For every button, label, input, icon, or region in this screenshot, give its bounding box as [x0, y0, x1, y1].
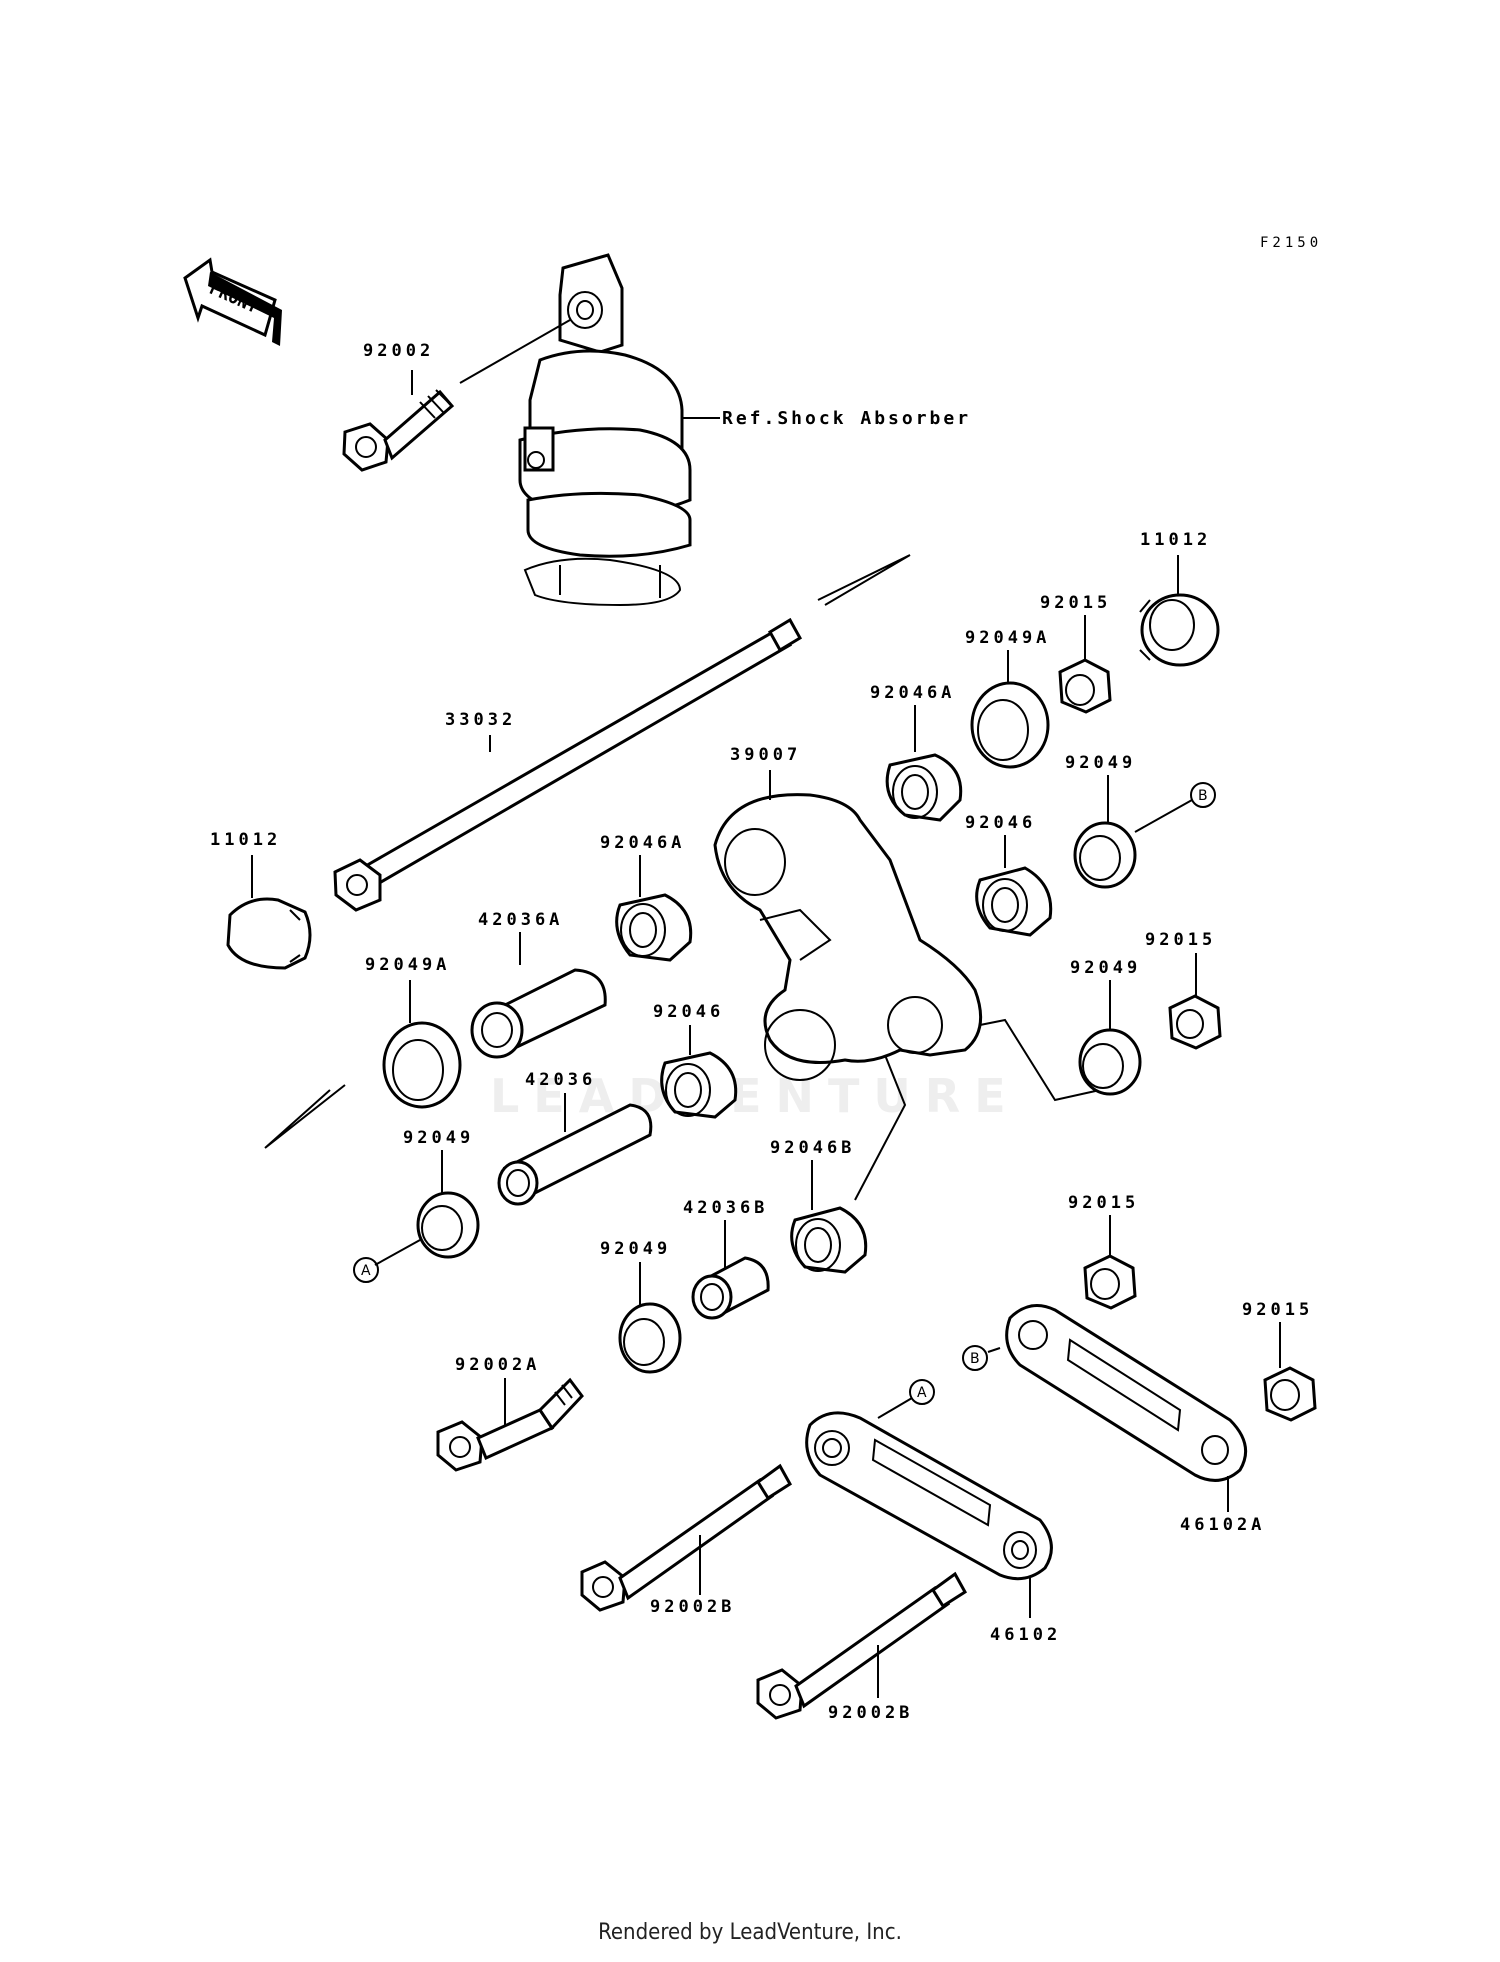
link-46102A: 46102A B: [962, 1304, 1265, 1535]
link-46102: A 46102: [805, 1379, 1061, 1645]
part-label-92002: 92002: [363, 341, 434, 361]
footer-credit: Rendered by LeadVenture, Inc.: [598, 1920, 902, 1945]
callout-b-upper: B: [1198, 788, 1208, 804]
part-label-42036: 42036: [525, 1070, 596, 1090]
part-label-33032: 33032: [445, 710, 516, 730]
part-label-92046-1: 92046: [965, 813, 1036, 833]
part-label-42036B: 42036B: [683, 1198, 768, 1218]
part-label-39007: 39007: [730, 745, 801, 765]
front-arrow-icon: FRONT: [183, 257, 282, 346]
nut-92015-2: 92015: [1145, 930, 1222, 1050]
callout-a-lower: A: [917, 1385, 927, 1401]
seal-92049A-2: 92049A: [365, 955, 462, 1109]
part-label-92015-3: 92015: [1068, 1193, 1139, 1213]
nut-92015-3: 92015: [1068, 1193, 1139, 1310]
part-label-92049-4: 92049: [600, 1239, 671, 1259]
part-label-92015-1: 92015: [1040, 593, 1111, 613]
spacer-42036B: 42036B: [683, 1198, 770, 1320]
shock-absorber: Ref.Shock Absorber: [518, 253, 971, 607]
spacer-42036: 42036: [497, 1070, 653, 1206]
callout-b-lower: B: [970, 1351, 980, 1367]
part-label-92002B-2: 92002B: [828, 1703, 913, 1723]
watermark-text: LEADVENTURE: [490, 1069, 1020, 1123]
part-label-92015-4: 92015: [1242, 1300, 1313, 1320]
bearing-92046A-1: 92046A: [870, 683, 963, 822]
nut-92015-1: 92015: [1040, 593, 1112, 714]
part-label-92049-1: 92049: [1065, 753, 1136, 773]
part-label-46102: 46102: [990, 1625, 1061, 1645]
part-label-46102A: 46102A: [1180, 1515, 1265, 1535]
part-label-92002A: 92002A: [455, 1355, 540, 1375]
seal-92049-1: 92049 B: [1065, 753, 1216, 889]
callout-a-left: A: [361, 1263, 371, 1279]
rocker-arm-39007: 39007: [713, 745, 1101, 1201]
bearing-92046-1: 92046: [965, 813, 1053, 937]
seal-92049-2: 92049: [1070, 958, 1142, 1096]
bearing-92046B: 92046B: [770, 1138, 868, 1274]
nut-92015-4: 92015: [1242, 1300, 1317, 1422]
cap-11012-left: 11012: [210, 830, 312, 970]
bolt-92002: 92002: [342, 319, 571, 472]
part-label-11012-left: 11012: [210, 830, 281, 850]
part-label-92046-2: 92046: [653, 1002, 724, 1022]
shaft-33032: 33032: [264, 554, 911, 1149]
part-label-92049A-1: 92049A: [965, 628, 1050, 648]
bolt-92002B-2: 92002B: [756, 1571, 967, 1723]
seal-92049-3: 92049 A: [353, 1128, 480, 1283]
bearing-92046A-2: 92046A: [600, 833, 693, 962]
diagram-code: F2150: [1260, 235, 1322, 251]
part-label-92049-2: 92049: [1070, 958, 1141, 978]
part-label-92015-2: 92015: [1145, 930, 1216, 950]
part-label-92046A-1: 92046A: [870, 683, 955, 703]
ref-shock-absorber-label: Ref.Shock Absorber: [722, 408, 971, 429]
bolt-92002A: 92002A: [436, 1355, 584, 1472]
part-label-42036A: 42036A: [478, 910, 563, 930]
spacer-42036A: 42036A: [470, 910, 607, 1059]
seal-92049-4: 92049: [600, 1239, 682, 1374]
seal-92049A-1: 92049A: [965, 628, 1050, 769]
bolt-92002B-1: 92002B: [580, 1463, 792, 1617]
part-label-92049A-2: 92049A: [365, 955, 450, 975]
cap-11012-top: 11012: [1139, 530, 1220, 667]
bearing-92046-2: 92046: [653, 1002, 738, 1119]
part-label-92046A-2: 92046A: [600, 833, 685, 853]
part-label-92002B-1: 92002B: [650, 1597, 735, 1617]
part-label-92049-3: 92049: [403, 1128, 474, 1148]
part-label-92046B: 92046B: [770, 1138, 855, 1158]
part-label-11012-top: 11012: [1140, 530, 1211, 550]
